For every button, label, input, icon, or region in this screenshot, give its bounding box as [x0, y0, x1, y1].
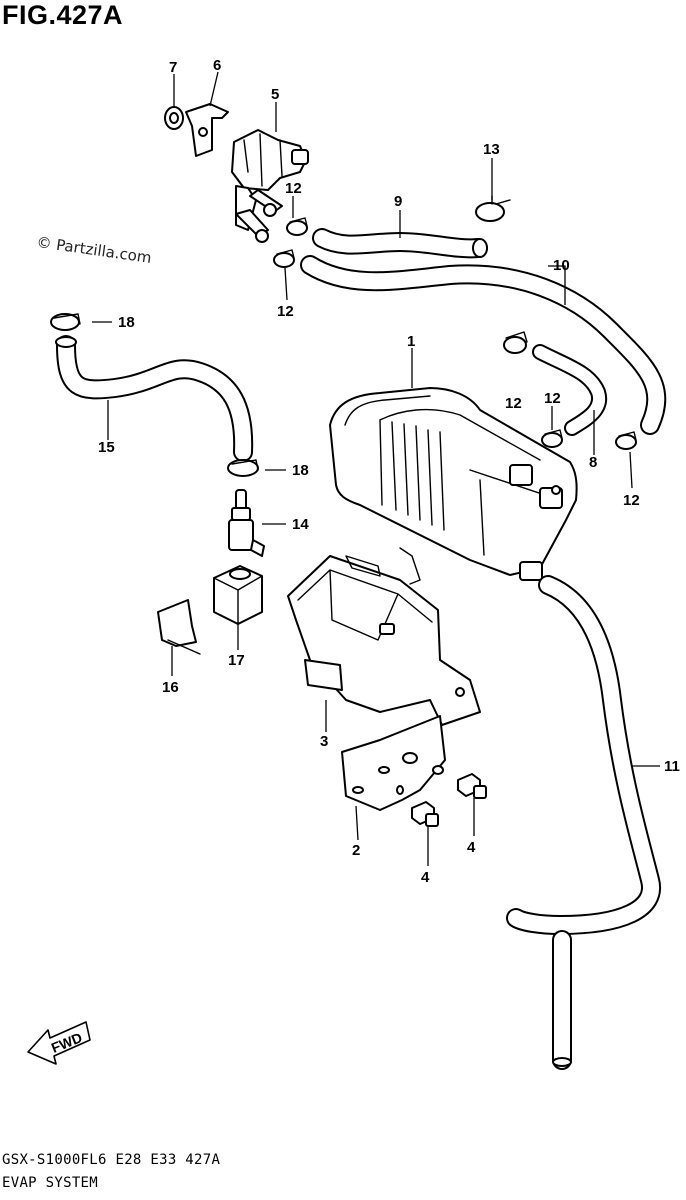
leader-lines — [92, 71, 660, 866]
callout-12-b: 12 — [277, 303, 294, 320]
clip-12-hose8-bottom — [541, 429, 563, 448]
callout-3: 3 — [320, 733, 328, 750]
cushion-17 — [213, 565, 263, 625]
callout-17: 17 — [228, 652, 245, 669]
callout-12-d: 12 — [544, 390, 561, 407]
callout-12-a: 12 — [285, 180, 302, 197]
clip-18-upper — [50, 313, 81, 331]
valve-14 — [228, 489, 265, 557]
hose-8 — [532, 344, 608, 436]
grommet-7 — [164, 106, 184, 130]
callout-8: 8 — [589, 454, 597, 471]
callout-15: 15 — [98, 439, 115, 456]
bracket-6 — [185, 103, 229, 157]
callouts: 7 6 5 13 12 9 10 12 18 1 12 12 15 8 18 1… — [98, 57, 680, 886]
hose-9 — [312, 228, 488, 259]
clip-13 — [475, 195, 511, 222]
purge-valve-5 — [231, 129, 309, 243]
callout-13: 13 — [483, 141, 500, 158]
callout-12-e: 12 — [623, 492, 640, 509]
holder-3 — [287, 547, 481, 726]
figure-title: FIG.427A — [2, 0, 124, 30]
section-name: EVAP SYSTEM — [2, 1175, 99, 1191]
clip-18-lower — [227, 459, 259, 477]
fwd-label: FWD — [49, 1029, 85, 1056]
callout-4-b: 4 — [421, 869, 430, 886]
bolt-4-right — [457, 773, 487, 799]
hose-11 — [506, 575, 661, 1070]
clip-12-lower — [273, 249, 295, 268]
callout-2: 2 — [352, 842, 360, 859]
callout-9: 9 — [394, 193, 402, 210]
callout-16: 16 — [162, 679, 179, 696]
callout-7: 7 — [169, 59, 177, 76]
plate-16 — [157, 599, 201, 655]
callout-18-b: 18 — [292, 462, 309, 479]
callout-1: 1 — [407, 333, 415, 350]
clip-12-hose10 — [615, 431, 637, 450]
clip-12-hose8-top — [503, 331, 528, 354]
callout-18-a: 18 — [118, 314, 135, 331]
hose-15 — [55, 335, 254, 462]
callout-10: 10 — [553, 257, 570, 274]
bolt-4-left — [411, 801, 439, 827]
bracket-2 — [341, 715, 446, 811]
callout-12-c: 12 — [505, 395, 522, 412]
callout-14: 14 — [292, 516, 309, 533]
callout-5: 5 — [271, 86, 279, 103]
callout-4-a: 4 — [467, 839, 476, 856]
canister-1 — [329, 387, 578, 581]
hose-10 — [300, 255, 667, 435]
model-code: GSX-S1000FL6 E28 E33 427A — [2, 1152, 221, 1168]
callout-6: 6 — [213, 57, 221, 74]
clip-12-upper — [286, 217, 308, 236]
fwd-arrow-icon: FWD — [27, 1021, 91, 1065]
callout-11: 11 — [664, 758, 680, 775]
